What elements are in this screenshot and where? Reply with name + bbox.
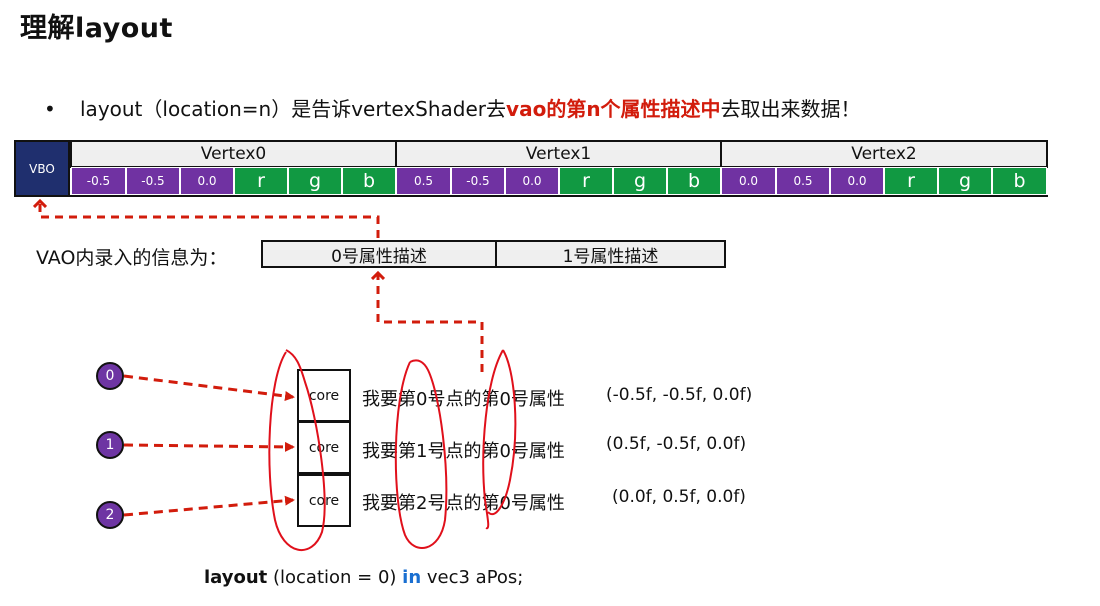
index-arrow-2 [123,495,295,517]
vbo-cell-position: -0.5 [126,167,180,195]
vbo-cell-color: b [342,167,396,195]
bullet-marker: • [44,97,56,121]
core-request-text: 我要第1号点的第0号属性 [362,441,565,462]
bullet-text-highlight: vao的第n个属性描述中 [506,97,721,121]
vertex-index-badge: 1 [96,431,124,459]
vbo-cell-color: g [938,167,992,195]
vbo-cell-position: 0.5 [776,167,830,195]
vbo-cell-color: b [667,167,721,195]
vbo-cell-position: 0.0 [505,167,559,195]
vao-attribute-0: 0号属性描述 [261,240,497,268]
vbo-cell-color: b [992,167,1047,195]
code-keyword-layout: layout [204,567,268,588]
vao-to-vbo-arrow [40,201,380,238]
core-coordinate: (0.0f, 0.5f, 0.0f) [612,487,746,507]
core-coordinate: (-0.5f, -0.5f, 0.0f) [606,385,753,405]
code-snippet: layout (location = 0) in vec3 aPos; [204,567,523,588]
vbo-cell-color: g [288,167,342,195]
vertex1-header: Vertex1 [395,140,722,168]
index-arrow-1 [123,441,295,452]
page-title: 理解layout [20,13,173,44]
vertex2-header: Vertex2 [720,140,1048,168]
vertex-index-badge: 2 [96,501,124,529]
vbo-cell-color: g [613,167,667,195]
vbo-bottom-border [14,195,1048,197]
bullet-text-pre: layout（location=n）是告诉vertexShader去 [80,97,507,121]
core-coordinate: (0.5f, -0.5f, 0.0f) [606,434,747,454]
vbo-cell-position: 0.0 [721,167,776,195]
vbo-cell-color: r [559,167,613,195]
vbo-cell-position: 0.0 [830,167,884,195]
core-request-text: 我要第2号点的第0号属性 [362,493,565,514]
vao-attribute-1: 1号属性描述 [495,240,726,268]
vbo-label: VBO [14,140,70,197]
vbo-cell-position: 0.0 [180,167,234,195]
core-unit: core [297,369,351,422]
vbo-cell-position: -0.5 [71,167,126,195]
vbo-cell-position: 0.5 [396,167,451,195]
code-rest: vec3 aPos; [421,567,524,588]
vao-label: VAO内录入的信息为： [36,247,228,269]
code-args: (location = 0) [267,567,403,588]
bullet-statement: • layout（location=n）是告诉vertexShader去vao的第… [44,93,861,122]
core-unit: core [297,474,351,527]
vertex-index-badge: 0 [96,362,124,390]
code-keyword-in: in [402,567,422,588]
index-arrow-0 [123,374,295,401]
vbo-cell-color: r [234,167,288,195]
core-request-text: 我要第0号点的第0号属性 [362,389,565,410]
bullet-text-post: 去取出来数据！ [720,97,861,121]
vbo-cell-color: r [884,167,938,195]
vertex0-header: Vertex0 [70,140,397,168]
vbo-cell-position: -0.5 [451,167,505,195]
core-unit: core [297,421,351,474]
request-to-vao-arrow [378,273,484,372]
